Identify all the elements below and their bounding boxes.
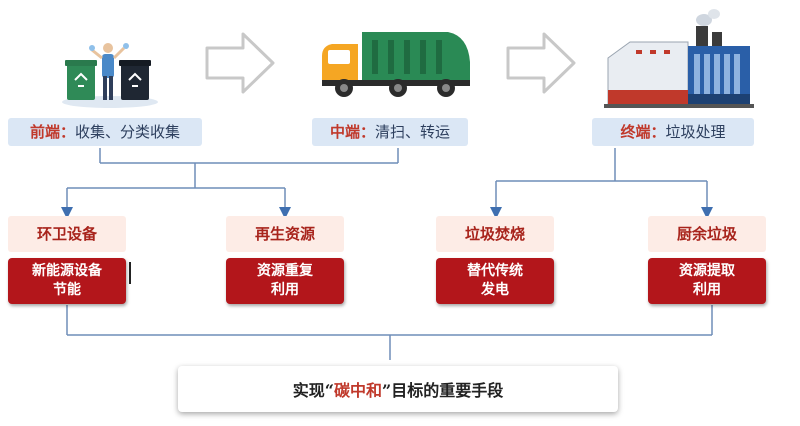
sorting-bins-illustration xyxy=(55,30,165,110)
goal-suffix: ”目标的重要手段 xyxy=(382,381,504,400)
category-sanitation-equipment: 环卫设备 xyxy=(8,216,126,252)
text-cursor xyxy=(129,262,131,284)
detail-waste-incineration: 替代传统 发电 xyxy=(436,258,554,304)
stage-middle-text: 清扫、转运 xyxy=(375,123,451,141)
stage-terminal-label: 终端： xyxy=(620,123,666,141)
detail-renewable-resources: 资源重复 利用 xyxy=(226,258,344,304)
stage-terminal: 终端：垃圾处理 xyxy=(592,118,754,146)
goal-box: 实现“碳中和”目标的重要手段 xyxy=(178,366,618,412)
stage-terminal-text: 垃圾处理 xyxy=(665,123,726,141)
connector-right xyxy=(490,148,713,219)
garbage-truck-illustration xyxy=(318,22,478,100)
category-kitchen-waste: 厨余垃圾 xyxy=(648,216,766,252)
stage-middle: 中端：清扫、转运 xyxy=(312,118,468,146)
connector-bottom xyxy=(66,305,713,360)
category-renewable-resources: 再生资源 xyxy=(226,216,344,252)
processing-plant-illustration xyxy=(600,6,760,110)
detail-kitchen-waste: 资源提取 利用 xyxy=(648,258,766,304)
goal-prefix: 实现“ xyxy=(292,381,334,400)
flow-arrow-2-icon xyxy=(506,32,576,98)
stage-front-label: 前端： xyxy=(29,123,75,141)
goal-highlight: 碳中和 xyxy=(333,381,382,400)
category-waste-incineration: 垃圾焚烧 xyxy=(436,216,554,252)
flow-arrow-1-icon xyxy=(205,32,275,98)
stage-front: 前端：收集、分类收集 xyxy=(8,118,202,146)
stage-front-text: 收集、分类收集 xyxy=(75,123,181,141)
stage-middle-label: 中端： xyxy=(329,123,375,141)
connector-left xyxy=(61,148,399,219)
detail-sanitation-equipment: 新能源设备 节能 xyxy=(8,258,126,304)
